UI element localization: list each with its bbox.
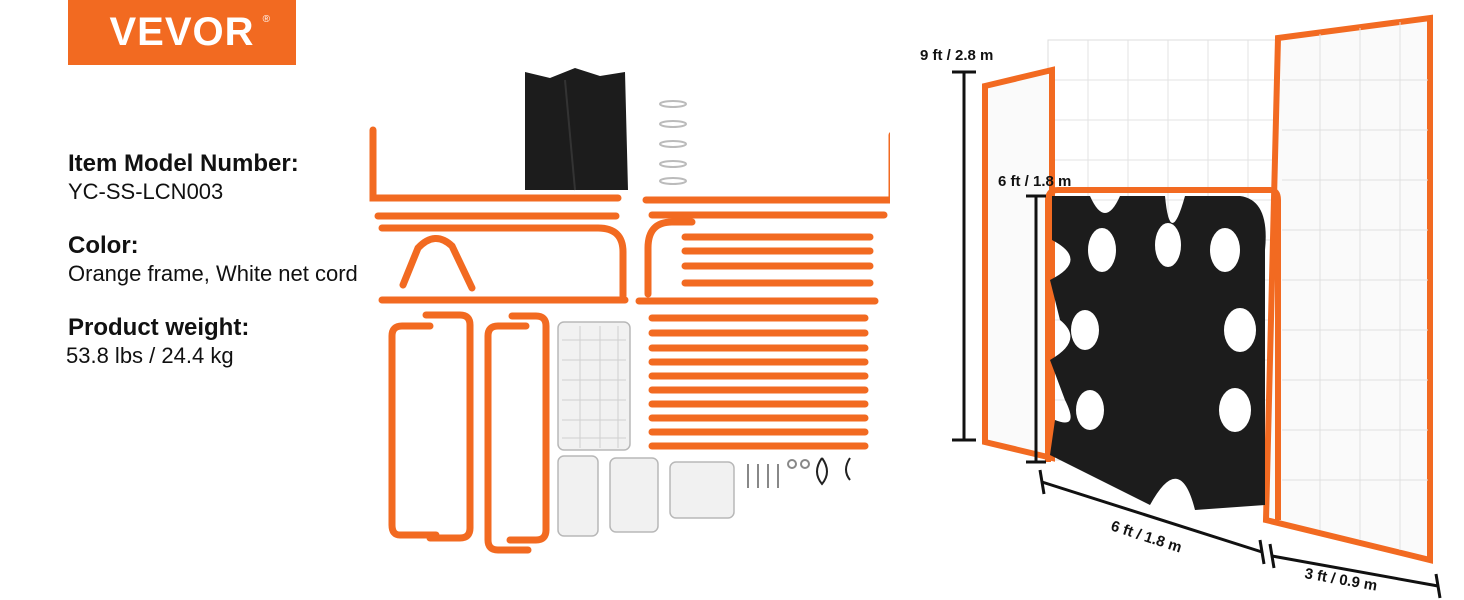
side-depth-dimension: [1268, 543, 1442, 599]
goal-height-dimension: [1026, 194, 1046, 464]
product-specs: Item Model Number: YC-SS-LCN003 Color: O…: [66, 150, 368, 396]
goal-width-dimension: [1038, 469, 1266, 565]
model-number-label: Item Model Number:: [68, 150, 299, 177]
left-side-panel: [982, 66, 1055, 462]
parts-illustration: [369, 68, 890, 554]
total-height-label: 9 ft / 2.8 m: [920, 47, 993, 64]
folded-target-sheet: [525, 68, 628, 190]
color-value: Orange frame, White net cord: [68, 261, 358, 286]
color-label: Color:: [68, 232, 139, 259]
target-sheet: [1050, 196, 1266, 510]
goal-frame: [1045, 187, 1281, 520]
brand-name: VEVOR: [109, 10, 255, 54]
right-side-panel: [1262, 14, 1433, 564]
brand-logo: VEVOR ®: [68, 0, 296, 65]
model-number-value: YC-SS-LCN003: [68, 179, 224, 204]
weight-label: Product weight:: [68, 314, 250, 341]
assembled-product-illustration: 9 ft / 2.8 m 6 ft / 1.8 m 6 ft / 1.8 m 3…: [920, 14, 1442, 599]
hardware-kit: [747, 457, 851, 488]
registered-mark: ®: [262, 14, 270, 25]
height-dimension: [952, 70, 976, 442]
frame-tubes: [369, 126, 890, 554]
rope-bundles: [659, 100, 687, 185]
net-bundles: [557, 321, 735, 537]
goal-height-label: 6 ft / 1.8 m: [998, 173, 1071, 190]
weight-value: 53.8 lbs / 24.4 kg: [66, 343, 234, 368]
